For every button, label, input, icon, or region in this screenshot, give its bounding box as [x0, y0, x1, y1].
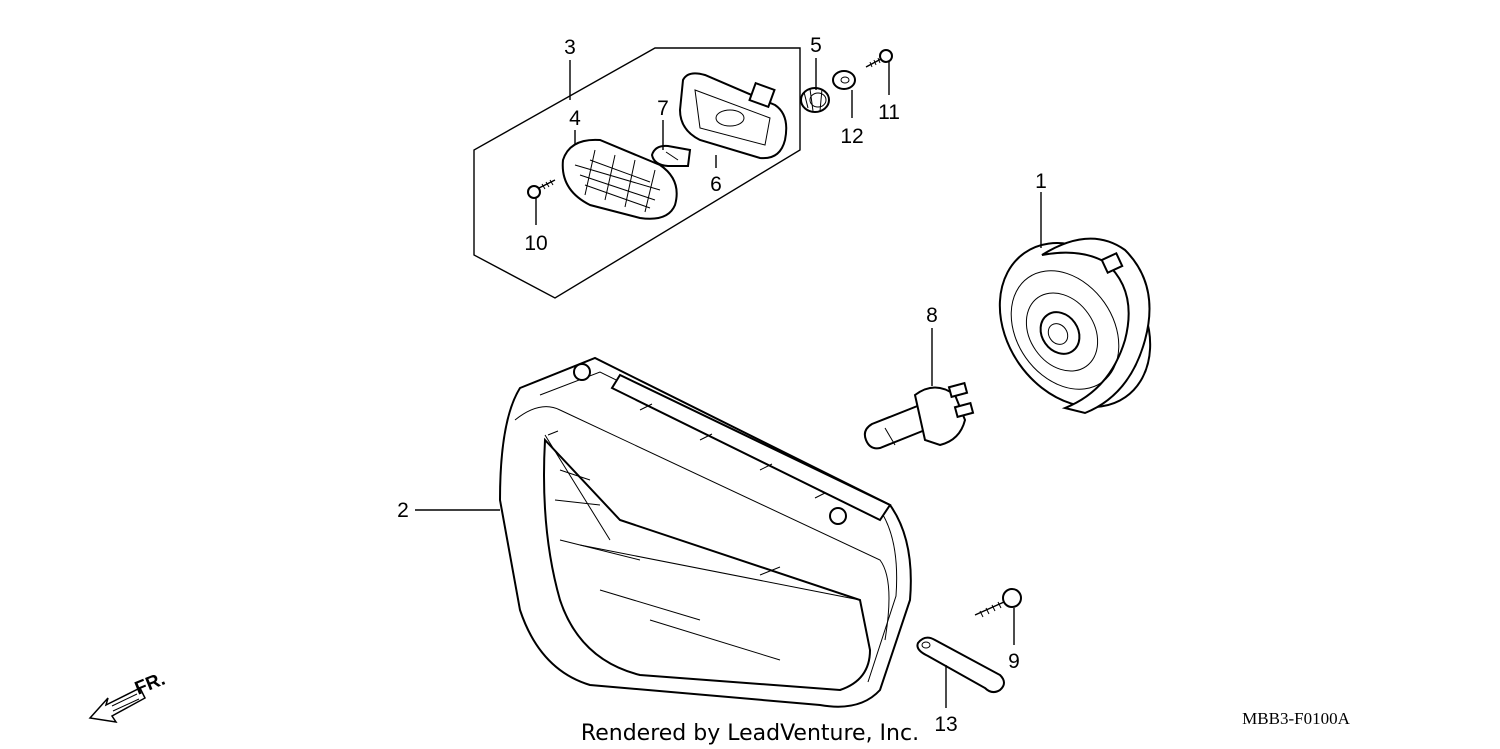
part-4-turn-signal-lens[interactable]	[561, 138, 678, 220]
callout-9: 9	[1008, 650, 1020, 673]
render-credit: Rendered by LeadVenture, Inc.	[581, 721, 919, 746]
callout-12: 12	[840, 125, 863, 148]
part-9-adjusting-bolt[interactable]	[974, 588, 1022, 618]
callout-3: 3	[564, 36, 576, 59]
front-direction-label: FR.	[132, 669, 168, 700]
callout-13: 13	[934, 713, 957, 736]
callout-7: 7	[657, 97, 669, 120]
part-6-socket-housing[interactable]	[678, 72, 788, 160]
part-13-strap[interactable]	[916, 636, 1005, 694]
callout-1: 1	[1035, 170, 1047, 193]
front-direction-arrow: FR.	[88, 669, 168, 724]
part-7-wedge-bulb[interactable]	[650, 144, 692, 167]
part-5-grommet[interactable]	[800, 87, 830, 113]
callout-4: 4	[569, 107, 581, 130]
part-10-screw[interactable]	[527, 179, 556, 199]
part-8-headlight-bulb[interactable]	[863, 381, 975, 450]
part-1-dust-cover[interactable]	[969, 214, 1181, 436]
callout-numbers: 1 2 3 4 5 6 7 8 9 10 11 12 13	[397, 34, 1047, 736]
callout-8: 8	[926, 304, 938, 327]
callout-6: 6	[710, 173, 722, 196]
diagram-code: MBB3-F0100A	[1242, 709, 1350, 728]
part-12-washer[interactable]	[832, 70, 856, 90]
callout-10: 10	[524, 232, 547, 255]
part-2-headlight-unit[interactable]	[498, 356, 912, 708]
assembly-outline	[473, 47, 801, 299]
leader-lines	[415, 58, 1042, 708]
callout-2: 2	[397, 499, 409, 522]
callout-11: 11	[878, 101, 900, 124]
part-11-screw[interactable]	[865, 49, 893, 68]
callout-5: 5	[810, 34, 822, 57]
